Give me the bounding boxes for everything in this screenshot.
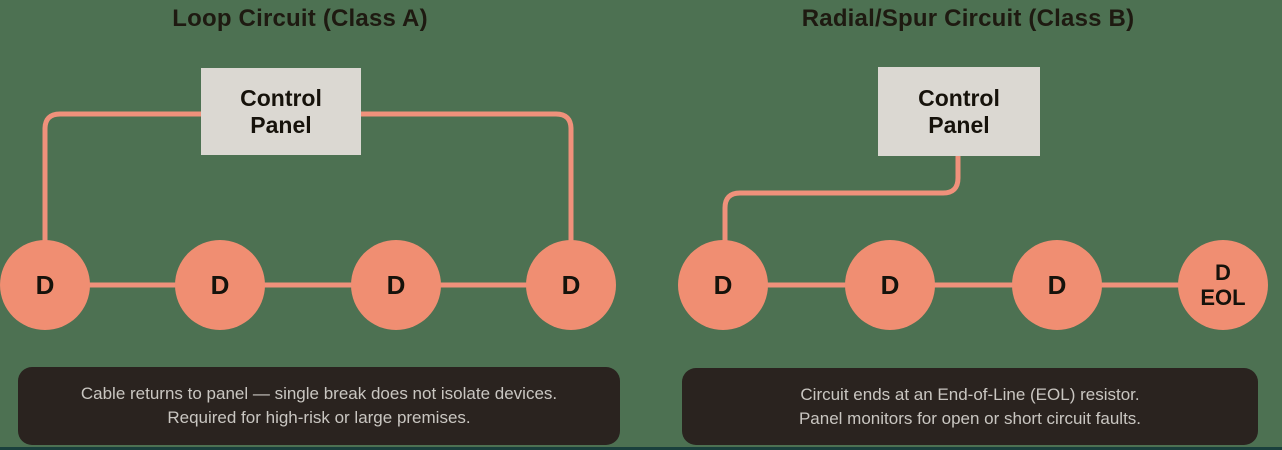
loop-device-3: D	[351, 240, 441, 330]
device-label: D	[561, 270, 581, 300]
loop-device-2: D	[175, 240, 265, 330]
loop-device-1: D	[0, 240, 90, 330]
control-panel-label: Control Panel	[918, 84, 1000, 138]
spur-device-2: D	[845, 240, 935, 330]
device-label: D	[35, 270, 55, 300]
spur-caption-box: Circuit ends at an End-of-Line (EOL) res…	[682, 368, 1258, 445]
caption-line-1: Circuit ends at an End-of-Line (EOL) res…	[800, 384, 1140, 404]
caption-line-2: Panel monitors for open or short circuit…	[798, 408, 1142, 428]
loop-cable-left-path	[42, 111, 201, 250]
spur-diagram-title: Radial/Spur Circuit (Class B)	[801, 5, 1135, 32]
loop-caption-box: Cable returns to panel — single break do…	[18, 367, 620, 445]
device-label: D	[1047, 270, 1067, 300]
bottom-edge-strip	[0, 447, 1282, 450]
device-label: D	[210, 270, 230, 300]
loop-cable-right-path	[361, 111, 574, 250]
control-panel-loop: Control Panel	[201, 68, 361, 155]
caption-line-2: Required for high-risk or large premises…	[167, 408, 471, 427]
control-panel-label: Control Panel	[240, 84, 322, 138]
control-panel-spur: Control Panel	[878, 67, 1040, 156]
device-label: D	[880, 270, 900, 300]
device-label: D	[713, 270, 733, 300]
loop-device-4: D	[526, 240, 616, 330]
caption-line-1: Cable returns to panel — single break do…	[80, 384, 558, 403]
spur-device-3: D	[1012, 240, 1102, 330]
device-label: D	[386, 270, 406, 300]
spur-device-1: D	[678, 240, 768, 330]
device-label: D	[1215, 260, 1231, 285]
device-eol-sublabel: EOL	[1200, 285, 1246, 310]
spur-device-4-eol: D EOL	[1178, 240, 1268, 330]
loop-diagram-title: Loop Circuit (Class A)	[172, 5, 428, 32]
spur-drop-cable-path	[722, 156, 961, 250]
